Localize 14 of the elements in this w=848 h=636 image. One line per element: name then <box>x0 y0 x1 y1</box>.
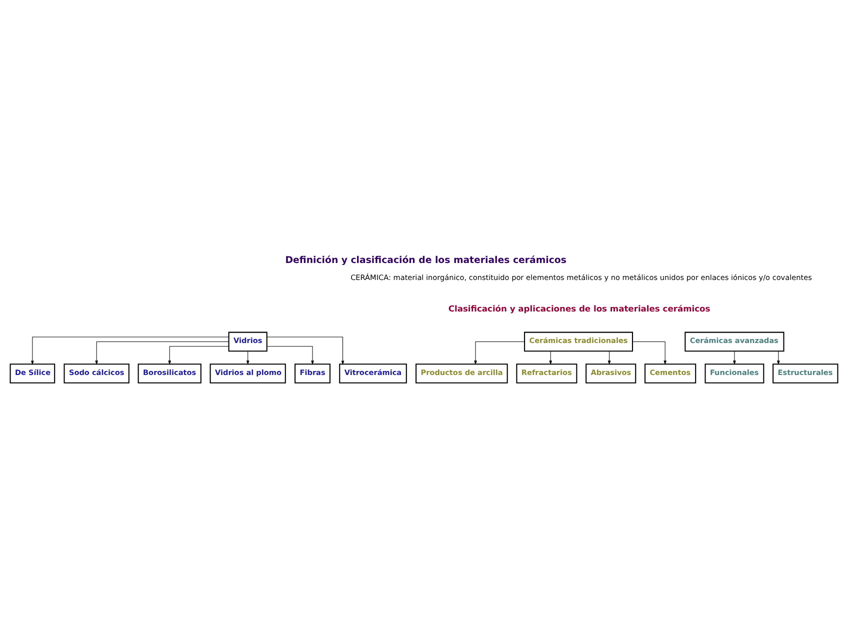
arrow <box>549 350 552 364</box>
arrow <box>95 340 229 364</box>
arrow <box>168 346 229 364</box>
arrow <box>30 336 229 364</box>
arrow <box>733 350 736 364</box>
label: Clasificación y aplicaciones de los materiales cerámicos <box>448 302 710 313</box>
arrow <box>776 350 780 364</box>
arrow <box>608 350 611 364</box>
arrow <box>246 350 250 364</box>
arrow <box>266 336 344 364</box>
arrow <box>266 346 314 364</box>
arrow <box>474 340 525 364</box>
arrow <box>632 340 667 364</box>
diagram-title: Definición y clasificación de los materiales cerámicos <box>285 254 566 266</box>
